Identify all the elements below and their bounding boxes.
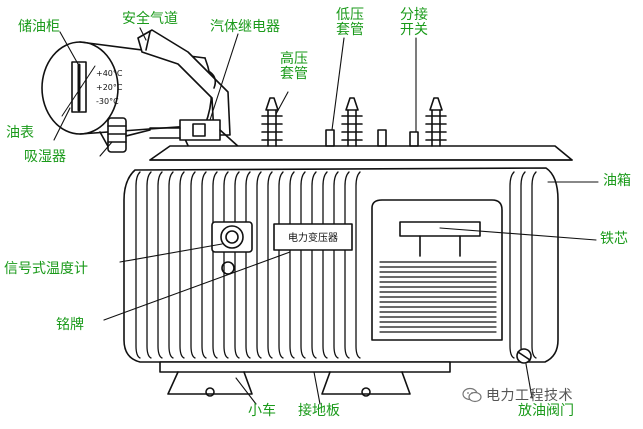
radiator-fin	[212, 171, 218, 359]
gas-relay-drawing	[149, 119, 241, 149]
trolley-drawing	[159, 361, 451, 397]
radiator-fin	[267, 171, 273, 359]
label-thermometer: 信号式温度计	[4, 261, 88, 277]
drain-valve-drawing	[516, 348, 532, 364]
leader-lines	[53, 27, 599, 405]
label-drain-valve: 放油阀门	[518, 403, 574, 419]
nameplate-drawing: 电力变压器	[273, 223, 353, 251]
radiator-fin	[190, 171, 196, 359]
label-nameplate: 铭牌	[56, 317, 84, 333]
radiator-fin	[234, 171, 240, 359]
radiator-fin	[135, 171, 141, 359]
label-lv-bushing-line2: 套管	[336, 22, 364, 38]
label-hv-bushing-line2: 套管	[280, 66, 308, 82]
radiator-fin	[355, 171, 361, 359]
label-tap-switch-line1: 分接	[400, 7, 428, 23]
label-oil-gauge: 油表	[6, 125, 34, 141]
radiator-fin	[278, 171, 284, 359]
radiator-fin	[168, 171, 174, 359]
wechat-icon	[462, 387, 482, 403]
label-safety-airway: 安全气道	[122, 11, 178, 27]
label-ground-plate: 接地板	[298, 403, 340, 419]
label-breather: 吸湿器	[24, 149, 66, 165]
radiator-fin	[344, 171, 350, 359]
label-tap-switch-line2: 开关	[400, 22, 428, 38]
radiator-fin	[157, 171, 163, 359]
radiator-fin	[289, 171, 295, 359]
radiator-fin	[256, 171, 262, 359]
label-iron-core: 铁芯	[600, 231, 628, 247]
gauge-mark-3: -30°C	[96, 97, 119, 106]
nameplate-text: 电力变压器	[288, 231, 338, 244]
radiator-fin	[245, 171, 251, 359]
radiator-fin	[322, 171, 328, 359]
label-hv-bushing: 高压 套管	[280, 52, 308, 82]
radiator-fin	[300, 171, 306, 359]
radiator-fin	[531, 171, 537, 359]
watermark: 电力工程技术	[462, 385, 573, 405]
radiator-fin	[509, 171, 515, 359]
radiator-fin	[223, 171, 229, 359]
safety-airway-drawing	[137, 29, 231, 136]
label-trolley: 小车	[248, 403, 276, 419]
gauge-mark-1: +40°C	[96, 69, 123, 78]
label-gas-relay: 汽体继电器	[210, 19, 280, 35]
breather-drawing	[107, 117, 151, 153]
label-conservator: 储油柜	[18, 19, 60, 35]
label-lv-bushing: 低压 套管	[336, 8, 364, 38]
watermark-text: 电力工程技术	[486, 388, 573, 404]
label-oil-tank: 油箱	[603, 173, 631, 189]
radiator-fin	[146, 171, 152, 359]
gauge-mark-2: +20°C	[96, 83, 123, 92]
radiator-fin	[311, 171, 317, 359]
hv-bushings-drawing	[261, 97, 447, 147]
label-hv-bushing-line1: 高压	[280, 51, 308, 67]
lv-bushings-drawing	[325, 129, 419, 147]
radiator-fin	[333, 171, 339, 359]
radiator-fin	[179, 171, 185, 359]
label-lv-bushing-line1: 低压	[336, 7, 364, 23]
label-tap-switch: 分接 开关	[400, 8, 428, 38]
core-cutaway-drawing	[371, 199, 503, 341]
radiator-fin	[201, 171, 207, 359]
